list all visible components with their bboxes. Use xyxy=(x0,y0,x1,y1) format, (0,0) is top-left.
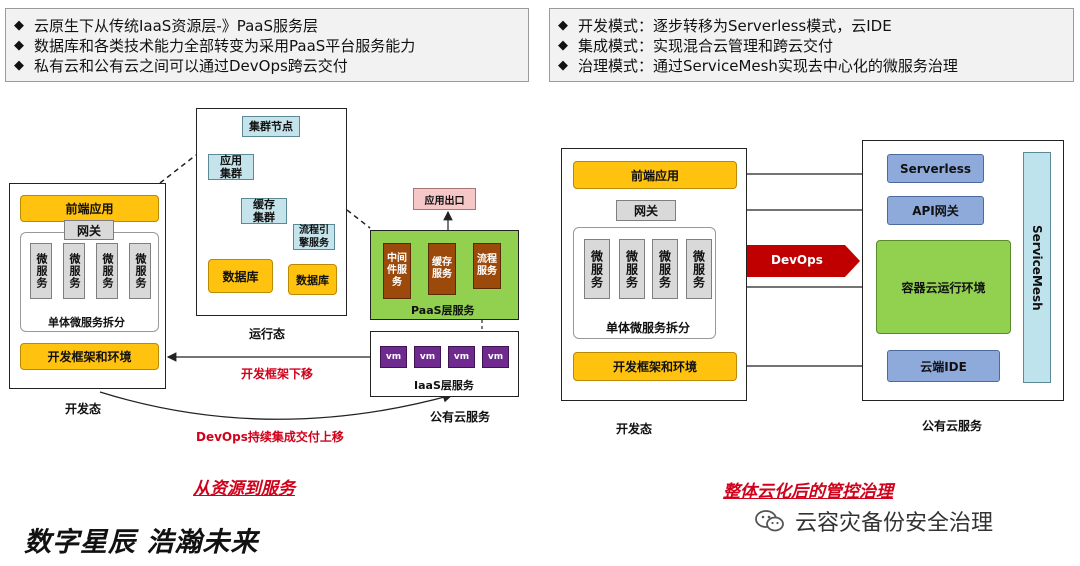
left-microservice-4: 微服务 xyxy=(129,243,151,299)
right-split-label: 单体微服务拆分 xyxy=(606,321,691,335)
paas-cache: 缓存服务 xyxy=(428,243,456,295)
right-microservice-1: 微服务 xyxy=(584,239,610,299)
servicemesh-bar: ServiceMesh xyxy=(1023,152,1051,383)
vm-1: vm xyxy=(380,346,407,368)
right-summary-box: ◆开发模式：逐步转移为Serverless模式，云IDE ◆集成模式：实现混合云… xyxy=(549,8,1074,82)
right-cloud-caption: 公有云服务 xyxy=(922,419,983,433)
right-bullet-1: ◆开发模式：逐步转移为Serverless模式，云IDE xyxy=(558,16,892,35)
framework-down-label: 开发框架下移 xyxy=(241,367,314,381)
iaas-label: IaaS层服务 xyxy=(414,379,474,392)
devops-arrow-label: DevOps xyxy=(771,253,823,267)
left-split-label: 单体微服务拆分 xyxy=(48,316,125,329)
right-microservice-4: 微服务 xyxy=(686,239,712,299)
left-frontend-app: 前端应用 xyxy=(20,195,159,222)
vm-4: vm xyxy=(482,346,509,368)
left-bullet-2: ◆数据库和各类技术能力全部转变为采用PaaS平台服务能力 xyxy=(14,36,416,55)
right-bullet-2: ◆集成模式：实现混合云管理和跨云交付 xyxy=(558,36,834,55)
left-bullet-3: ◆私有云和公有云之间可以通过DevOps跨云交付 xyxy=(14,56,348,75)
wechat-icon xyxy=(755,509,785,533)
diamond-icon: ◆ xyxy=(14,37,24,53)
right-dev-caption: 开发态 xyxy=(616,422,653,436)
diamond-icon: ◆ xyxy=(14,17,24,33)
container-runtime-box: 容器云运行环境 xyxy=(876,240,1011,334)
cache-cluster: 缓存集群 xyxy=(241,198,287,224)
diamond-icon: ◆ xyxy=(558,37,568,53)
left-cloud-caption: 公有云服务 xyxy=(430,410,491,424)
left-microservice-1: 微服务 xyxy=(30,243,52,299)
api-gateway-box: API网关 xyxy=(887,196,984,225)
right-title: 整体云化后的管控治理 xyxy=(723,482,893,502)
paas-middleware: 中间件服务 xyxy=(383,243,411,299)
right-microservice-3: 微服务 xyxy=(652,239,678,299)
right-dev-framework: 开发框架和环境 xyxy=(573,352,737,381)
vm-2: vm xyxy=(414,346,441,368)
paas-flow: 流程服务 xyxy=(473,243,501,289)
left-microservice-3: 微服务 xyxy=(96,243,118,299)
left-gateway: 网关 xyxy=(64,220,114,240)
diamond-icon: ◆ xyxy=(14,57,24,73)
app-cluster: 应用集群 xyxy=(208,154,254,180)
runtime-db-2: 数据库 xyxy=(288,264,337,295)
left-title: 从资源到服务 xyxy=(193,479,295,499)
left-bullet-1: ◆云原生下从传统IaaS资源层-》PaaS服务层 xyxy=(14,16,319,35)
cluster-node: 集群节点 xyxy=(242,116,300,137)
devops-up-label: DevOps持续集成交付上移 xyxy=(196,430,344,444)
servicemesh-label: ServiceMesh xyxy=(1030,224,1044,311)
app-exit: 应用出口 xyxy=(413,188,476,210)
left-microservice-2: 微服务 xyxy=(63,243,85,299)
runtime-db-1: 数据库 xyxy=(208,259,273,293)
serverless-box: Serverless xyxy=(887,154,984,183)
paas-label: PaaS层服务 xyxy=(411,304,475,317)
left-summary-box: ◆云原生下从传统IaaS资源层-》PaaS服务层 ◆数据库和各类技术能力全部转变… xyxy=(5,8,529,82)
left-dev-framework: 开发框架和环境 xyxy=(20,343,159,370)
vm-3: vm xyxy=(448,346,475,368)
diamond-icon: ◆ xyxy=(558,17,568,33)
runtime-caption: 运行态 xyxy=(249,327,286,341)
watermark: 云容灾备份安全治理 xyxy=(755,505,993,537)
flow-engine-service: 流程引擎服务 xyxy=(293,224,335,250)
right-bullet-3: ◆治理模式：通过ServiceMesh实现去中心化的微服务治理 xyxy=(558,56,958,75)
left-dev-caption: 开发态 xyxy=(65,402,102,416)
diamond-icon: ◆ xyxy=(558,57,568,73)
right-microservice-2: 微服务 xyxy=(619,239,645,299)
devops-red-arrow xyxy=(737,245,860,277)
right-gateway: 网关 xyxy=(616,200,676,221)
right-frontend-app: 前端应用 xyxy=(573,161,737,189)
cloud-ide-box: 云端IDE xyxy=(887,350,1000,382)
slogan: 数字星辰 浩瀚未来 xyxy=(24,527,259,558)
